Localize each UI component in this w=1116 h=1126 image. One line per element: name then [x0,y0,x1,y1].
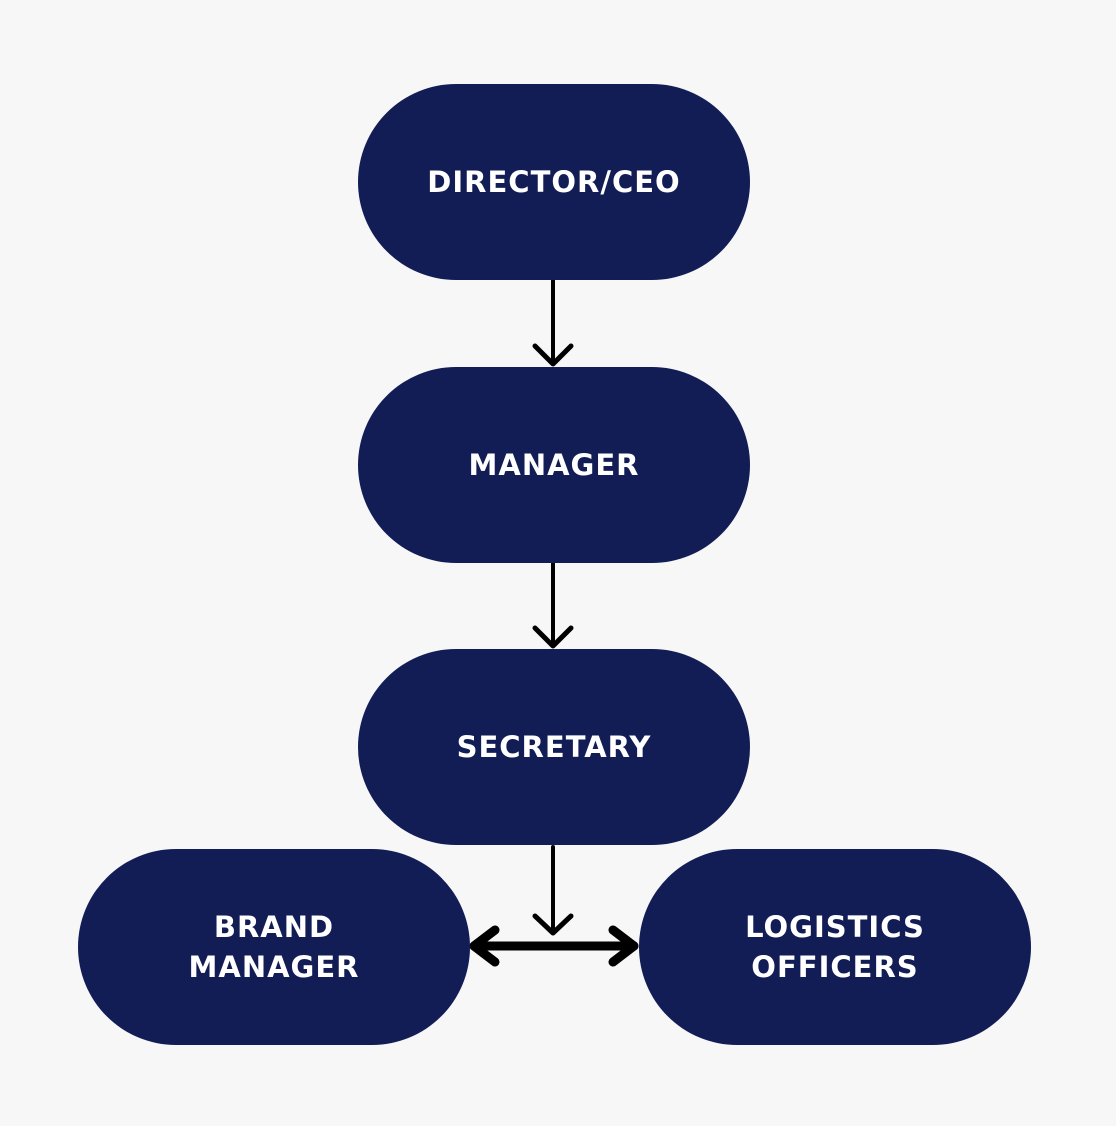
node-label-line: DIRECTOR/CEO [427,165,681,199]
arrowhead-right-logistics [608,925,639,967]
node-director-ceo: DIRECTOR/CEO [358,84,750,280]
node-manager: MANAGER [358,367,750,563]
arrowhead-secretary-to-link [532,913,574,936]
node-secretary: SECRETARY [358,649,750,845]
node-label-line: OFFICERS [751,950,919,984]
node-label-line: BRAND [213,910,335,944]
node-label: BRAND MANAGER [189,907,360,987]
node-label-line: LOGISTICS [745,910,925,944]
arrowhead-manager-to-secretary [532,625,574,649]
node-brand-manager: BRAND MANAGER [78,849,470,1045]
node-label: SECRETARY [457,727,652,767]
arrowhead-left-brand [469,925,500,967]
node-label: MANAGER [469,445,640,485]
arrowhead-ceo-to-manager [532,343,574,367]
node-label-line: MANAGER [468,448,640,482]
node-label: DIRECTOR/CEO [427,162,680,202]
node-label-line: SECRETARY [456,730,652,764]
node-logistics-officers: LOGISTICS OFFICERS [639,849,1031,1045]
node-label-line: MANAGER [188,950,360,984]
node-label: LOGISTICS OFFICERS [745,907,925,987]
